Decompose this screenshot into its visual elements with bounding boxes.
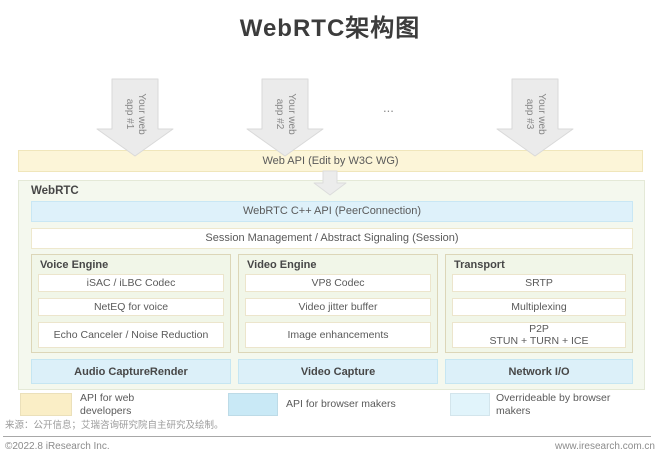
transport-column: Transport SRTP Multiplexing P2P STUN + T… [445, 254, 633, 353]
transport-item: SRTP [452, 274, 626, 292]
network-io-bar: Network I/O [445, 359, 633, 384]
capture-bars: Audio CaptureRender Video Capture Networ… [31, 359, 633, 384]
transport-item: P2P STUN + TURN + ICE [452, 322, 626, 348]
web-api-bar: Web API (Edit by W3C WG) [18, 150, 643, 172]
copyright-text: ©2022.8 iResearch Inc. [5, 441, 110, 452]
voice-engine-item: NetEQ for voice [38, 298, 224, 316]
footer-divider [3, 436, 651, 437]
ellipsis-text: ... [383, 100, 394, 115]
your-web-app-2-arrow: Your web app #2 [245, 78, 325, 158]
audio-capture-render-bar: Audio CaptureRender [31, 359, 231, 384]
voice-engine-item: iSAC / iLBC Codec [38, 274, 224, 292]
source-note: 来源：公开信息；艾瑞咨询研究院自主研究及绘制。 [5, 420, 224, 431]
legend-swatch-web-developers [20, 393, 72, 416]
cpp-api-bar: WebRTC C++ API (PeerConnection) [31, 201, 633, 222]
column-header: Voice Engine [40, 259, 109, 271]
figure-title: WebRTC架构图 [239, 15, 421, 42]
session-management-bar: Session Management / Abstract Signaling … [31, 228, 633, 249]
arrow-label: Your web app #2 [274, 93, 297, 135]
arrow-label: Your web app #1 [124, 93, 147, 135]
column-header: Transport [454, 259, 505, 271]
column-header: Video Engine [247, 259, 317, 271]
your-web-app-1-arrow: Your web app #1 [95, 78, 175, 158]
voice-engine-column: Voice Engine iSAC / iLBC Codec NetEQ for… [31, 254, 231, 353]
video-engine-column: Video Engine VP8 Codec Video jitter buff… [238, 254, 438, 353]
video-capture-bar: Video Capture [238, 359, 438, 384]
down-arrow-icon [496, 78, 574, 157]
legend-label-browser-makers: API for browser makers [286, 398, 396, 410]
voice-engine-item: Echo Canceler / Noise Reduction [38, 322, 224, 348]
webrtc-label: WebRTC [31, 185, 79, 197]
legend-swatch-browser-makers [228, 393, 278, 416]
your-web-app-3-arrow: Your web app #3 [495, 78, 575, 158]
connector-down-arrow-icon [313, 170, 347, 196]
down-arrow-icon [96, 78, 174, 157]
website-url: www.iresearch.com.cn [554, 441, 655, 452]
engine-columns: Voice Engine iSAC / iLBC Codec NetEQ for… [31, 254, 633, 353]
down-arrow-icon [246, 78, 324, 157]
legend-label-overrideable: Overrideable by browser makers [496, 392, 611, 417]
webrtc-box: WebRTC WebRTC C++ API (PeerConnection) S… [18, 180, 645, 390]
video-engine-item: Video jitter buffer [245, 298, 431, 316]
video-engine-item: Image enhancements [245, 322, 431, 348]
arrow-label: Your web app #3 [524, 93, 547, 135]
transport-item: Multiplexing [452, 298, 626, 316]
legend-label-web-developers: API for web developers [80, 392, 135, 417]
video-engine-item: VP8 Codec [245, 274, 431, 292]
legend-swatch-overrideable [450, 393, 490, 416]
